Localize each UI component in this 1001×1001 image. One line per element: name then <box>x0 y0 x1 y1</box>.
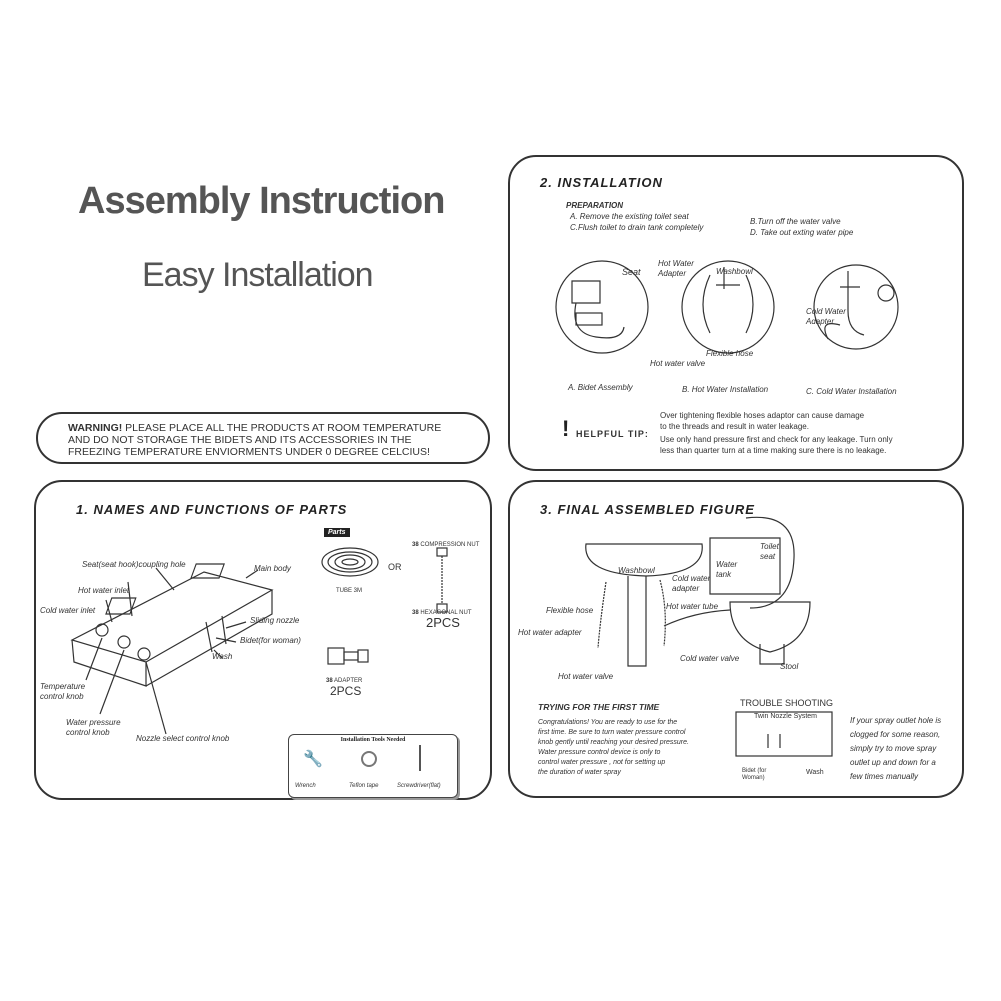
tip-line-4: less than quarter turn at a time making … <box>660 446 887 455</box>
warning-text: WARNING! PLEASE PLACE ALL THE PRODUCTS A… <box>68 422 488 458</box>
trying-line: the duration of water spray <box>538 769 621 776</box>
parts-panel: 1. NAMES AND FUNCTIONS OF PARTS Seat(sea… <box>34 480 492 800</box>
hex-nut-label: 38 HEXAGONAL NUT <box>412 610 472 616</box>
teflon-tape-icon <box>361 751 377 767</box>
trying-text: Congratulations! You are ready to use fo… <box>538 718 689 778</box>
final-panel: 3. FINAL ASSEMBLED FIGURE Washbowl Water… <box>508 480 964 798</box>
warning-lead: WARNING! <box>68 422 123 434</box>
trying-line: first time. Be sure to turn water pressu… <box>538 729 686 736</box>
warning-line-1: PLEASE PLACE ALL THE PRODUCTS AT ROOM TE… <box>125 422 442 434</box>
trying-line: knob gently until reaching your desired … <box>538 739 689 746</box>
hex-nut-text: HEXAGONAL NUT <box>420 610 472 616</box>
trying-title: TRYING FOR THE FIRST TIME <box>538 702 660 712</box>
label-bidet-woman: Bidet(for woman) <box>240 636 301 645</box>
prep-b: B.Turn off the water valve <box>750 217 841 226</box>
prep-d: D. Take out exting water pipe <box>750 228 854 237</box>
adapter-icon <box>327 647 369 665</box>
trouble-line: outlet up and down for a <box>850 758 936 767</box>
tip-line-1: Over tightening flexible hoses adaptor c… <box>660 411 865 420</box>
trouble-wash-label: Wash <box>806 769 824 776</box>
installation-illustrations <box>555 260 899 354</box>
tip-line-3: Use only hand pressure first and check f… <box>660 435 893 444</box>
trouble-line: simply try to move spray <box>850 744 937 753</box>
caption-b: B. Hot Water Installation <box>682 385 769 394</box>
installation-panel: 2. INSTALLATION PREPARATION A. Remove th… <box>508 155 964 471</box>
label-nozzle-knob: Nozzle select control knob <box>136 734 230 743</box>
final-water-tank-label: Water tank <box>716 560 738 579</box>
fig-hot-adapter-label: Hot Water Adapter <box>658 259 694 278</box>
tip-label: HELPFUL TIP: <box>576 429 649 439</box>
label-temp-knob: Temperature control knob <box>40 682 86 701</box>
label-wash: Wash <box>212 652 233 661</box>
exclamation-icon: ! <box>562 416 570 441</box>
label-sliding-nozzle: Sliding nozzle <box>250 616 300 625</box>
final-cold-adapter-label: Cold water adapter <box>672 574 711 593</box>
tube-coil-icon <box>321 547 379 577</box>
trying-line: Water pressure control device is only to <box>538 749 661 756</box>
adapter-qty: 2PCS <box>330 684 362 698</box>
fig-flex-hose-label: Flexible hose <box>706 349 754 358</box>
trouble-bidet-label: Bidet (for Woman) <box>742 768 767 781</box>
twin-nozzle-label: Twin Nozzle System <box>754 713 818 720</box>
tools-box: Installation Tools Needed 🔧 Wrench Teflo… <box>288 734 458 798</box>
tool-wrench: Wrench <box>295 783 316 789</box>
screwdriver-icon <box>419 745 421 771</box>
trouble-line: clogged for some reason, <box>850 730 941 739</box>
warning-banner: WARNING! PLEASE PLACE ALL THE PRODUCTS A… <box>36 412 490 464</box>
fig-hot-valve-label: Hot water valve <box>650 359 706 368</box>
adapter-label: 38 ADAPTER <box>326 678 363 684</box>
installation-heading: 2. INSTALLATION <box>540 175 663 190</box>
final-heading: 3. FINAL ASSEMBLED FIGURE <box>540 502 755 517</box>
tool-teflon: Teflon tape <box>349 783 379 789</box>
adapter-text: ADAPTER <box>334 678 363 684</box>
compression-nut-label: 38 COMPRESSION NUT <box>412 542 480 548</box>
final-hot-adapter-label: Hot water adapter <box>518 628 582 637</box>
nut-qty: 2PCS <box>426 615 460 630</box>
prep-title: PREPARATION <box>566 201 624 210</box>
parts-badge: Parts <box>324 528 350 537</box>
label-main-body: Main body <box>254 564 291 573</box>
final-illustration <box>585 516 833 757</box>
final-stool-label: Stool <box>780 662 799 671</box>
final-flex-hose-label: Flexible hose <box>546 606 594 615</box>
page-subtitle: Easy Installation <box>142 256 374 294</box>
final-hot-valve-label: Hot water valve <box>558 672 614 681</box>
warning-line-3: FREEZING TEMPERATURE ENVIORMENTS UNDER 0… <box>68 446 430 458</box>
fig-cold-adapter-label: Cold Water Adapter <box>806 307 846 326</box>
tools-title: Installation Tools Needed <box>340 737 406 743</box>
label-hot-inlet: Hot water inlet <box>78 586 130 595</box>
caption-c: C. Cold Water Installation <box>806 387 897 396</box>
or-label: OR <box>388 562 402 572</box>
label-cold-inlet: Cold water inlet <box>40 606 96 615</box>
final-toilet-seat-label: Toilet seat <box>760 542 779 561</box>
tube-label: TUBE 3M <box>336 588 363 594</box>
warning-line-2: AND DO NOT STORAGE THE BIDETS AND ITS AC… <box>68 434 412 446</box>
prep-c: C.Flush toilet to drain tank completely <box>570 223 704 232</box>
trying-line: Congratulations! You are ready to use fo… <box>538 719 678 726</box>
trying-line: control water pressure , not for setting… <box>538 759 666 766</box>
label-seat-hook: Seat(seat hook)coupling hole <box>82 560 186 569</box>
hose-straight-icon <box>436 547 448 613</box>
trouble-line: few times manually <box>850 772 919 781</box>
caption-a: A. Bidet Assembly <box>568 383 633 392</box>
trouble-text: If your spray outlet hole is clogged for… <box>850 714 941 784</box>
parts-heading: 1. NAMES AND FUNCTIONS OF PARTS <box>76 502 348 517</box>
compression-nut-text: COMPRESSION NUT <box>420 542 480 548</box>
final-cold-valve-label: Cold water valve <box>680 654 740 663</box>
tip-line-2: to the threads and result in water leaka… <box>660 422 809 431</box>
fig-seat-label: Seat <box>622 267 641 277</box>
wrench-icon: 🔧 <box>303 751 323 768</box>
tool-screwdriver: Screwdriver(flat) <box>397 783 441 789</box>
final-washbowl-label: Washbowl <box>618 566 655 575</box>
page-title: Assembly Instruction <box>78 180 445 222</box>
fig-washbowl-label: Washbowl <box>716 267 753 276</box>
prep-a: A. Remove the existing toilet seat <box>570 212 689 221</box>
trouble-title: TROUBLE SHOOTING <box>740 698 834 708</box>
final-hot-tube-label: Hot water tube <box>666 602 719 611</box>
trouble-line: If your spray outlet hole is <box>850 716 942 725</box>
bidet-body-illustration <box>70 563 274 735</box>
label-pressure-knob: Water pressure control knob <box>66 718 121 737</box>
